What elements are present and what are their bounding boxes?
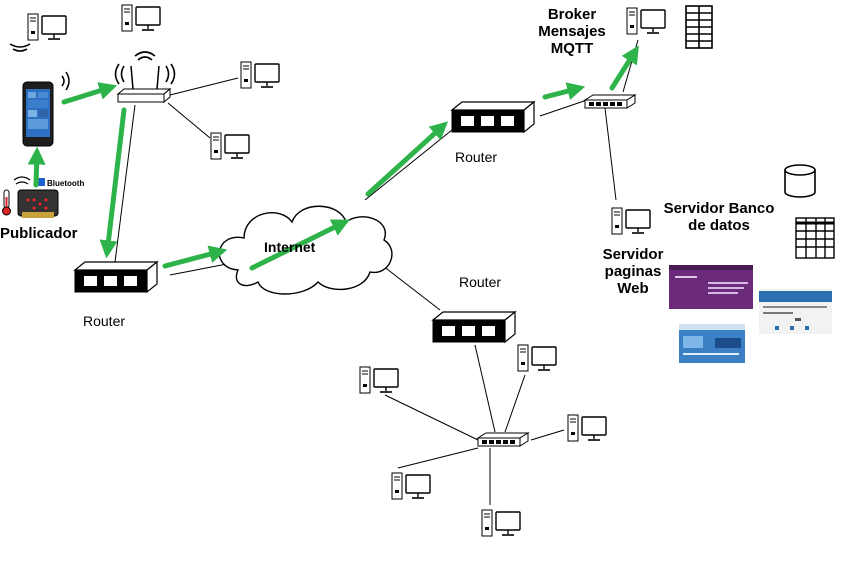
desktop-computer-icon — [567, 414, 607, 442]
database-cylinder-icon — [784, 164, 816, 198]
router-bottom-label: Router — [459, 274, 502, 290]
desktop-computer-icon — [240, 61, 280, 89]
web-page-screenshot-icon — [679, 324, 745, 363]
desktop-computer-icon — [359, 366, 399, 394]
db-server-label: Servidor Banco de datos — [663, 200, 775, 234]
desktop-computer-icon — [517, 344, 557, 372]
table-grid-icon — [685, 5, 713, 49]
data-flow-arrows — [27, 45, 639, 271]
wifi-waves-icon — [9, 43, 31, 52]
smartphone-icon — [22, 71, 70, 147]
desktop-computer-icon — [27, 13, 67, 41]
desktop-computer-icon — [611, 207, 651, 235]
microcontroller-sensor-icon: Bluetooth — [13, 176, 84, 218]
desktop-computer-icon — [481, 509, 521, 537]
internet-label: Internet — [264, 239, 316, 255]
router-icon — [451, 101, 535, 133]
network-links — [114, 39, 639, 505]
desktop-computer-icon — [391, 472, 431, 500]
web-page-screenshot-icon — [669, 265, 753, 309]
table-grid-icon — [795, 217, 835, 259]
router-top-label: Router — [455, 149, 498, 165]
desktop-computer-icon — [210, 132, 250, 160]
publisher-label: Publicador — [0, 225, 78, 242]
router-icon — [432, 311, 516, 343]
switch-hub-icon — [477, 432, 529, 447]
web-page-screenshot-icon — [759, 289, 832, 334]
desktop-computer-icon — [121, 4, 161, 32]
switch-hub-icon — [584, 94, 636, 109]
broker-label: Broker Mensajes MQTT — [538, 6, 606, 57]
router-left-label: Router — [83, 313, 126, 329]
wifi-access-point-icon — [114, 51, 176, 104]
desktop-computer-icon — [626, 7, 666, 35]
bluetooth-label: Bluetooth — [47, 179, 84, 188]
web-server-label: Servidor paginas Web — [602, 246, 664, 297]
router-icon — [74, 261, 158, 293]
thermometer-icon — [2, 189, 11, 216]
